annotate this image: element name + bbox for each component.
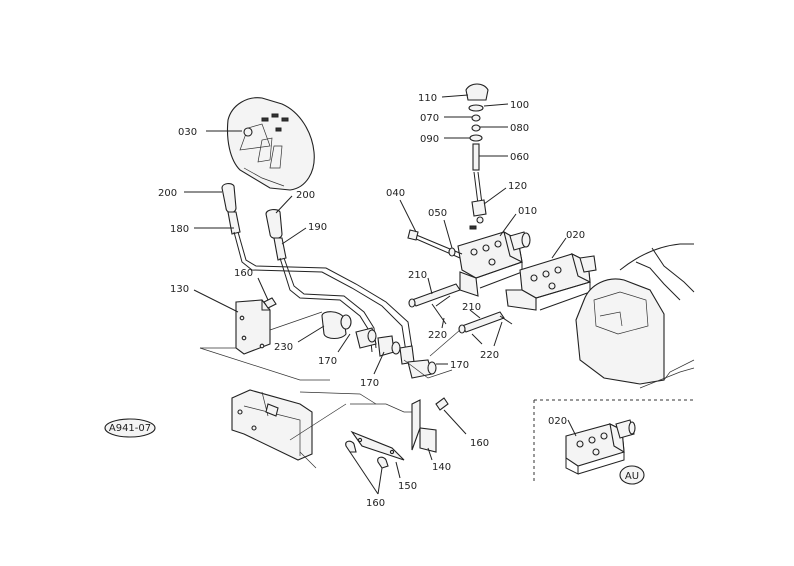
label-020-inset: 020 [548, 416, 567, 427]
label-120: 120 [508, 181, 527, 192]
drawing-code: A941-07 [109, 423, 151, 434]
label-090: 090 [420, 134, 439, 145]
label-130: 130 [170, 284, 189, 295]
label-200-right: 200 [296, 190, 315, 201]
label-170-b: 170 [360, 378, 379, 389]
label-180: 180 [170, 224, 189, 235]
rod-210-lower [458, 311, 505, 334]
label-170-c: 170 [450, 360, 469, 371]
label-150: 150 [398, 481, 417, 492]
label-060: 060 [510, 152, 529, 163]
label-010: 010 [518, 206, 537, 217]
drawing-code-badge: A941-07 [104, 418, 156, 438]
tractor-body [575, 243, 695, 389]
label-140: 140 [432, 462, 451, 473]
label-190: 190 [308, 222, 327, 233]
label-100: 100 [510, 100, 529, 111]
label-020: 020 [566, 230, 585, 241]
lower-bracket-assembly [231, 389, 449, 469]
second-valve [505, 252, 597, 311]
label-210-upper: 210 [408, 270, 427, 281]
left-lever [221, 183, 413, 353]
label-080: 080 [510, 123, 529, 134]
label-160-bottom: 160 [366, 498, 385, 509]
label-050: 050 [428, 208, 447, 219]
label-040: 040 [386, 188, 405, 199]
instrument-panel [226, 97, 315, 191]
label-110: 110 [418, 93, 437, 104]
label-170-a: 170 [318, 356, 337, 367]
label-200-left: 200 [158, 188, 177, 199]
label-030: 030 [178, 127, 197, 138]
label-070: 070 [420, 113, 439, 124]
label-160-top: 160 [234, 268, 253, 279]
lever-bracket [235, 299, 271, 355]
rod-210-upper [408, 283, 461, 308]
control-valve [457, 225, 531, 297]
label-210-lower: 210 [462, 302, 481, 313]
label-220-upper: 220 [428, 330, 447, 341]
label-160-right: 160 [470, 438, 489, 449]
label-220-lower: 220 [480, 350, 499, 361]
au-inset: AU [533, 399, 694, 485]
spool-stack [465, 83, 489, 224]
label-230: 230 [274, 342, 293, 353]
collars [321, 311, 437, 379]
inset-tag: AU [625, 471, 639, 482]
